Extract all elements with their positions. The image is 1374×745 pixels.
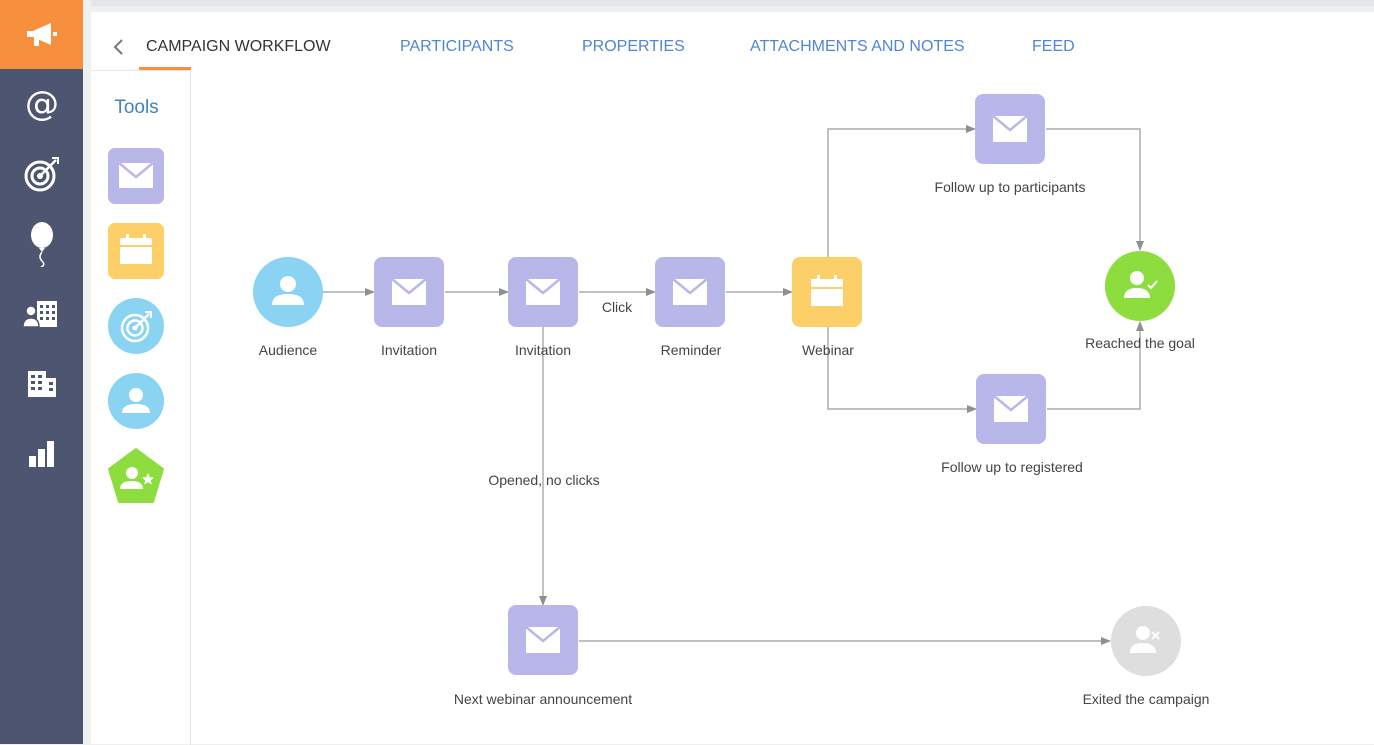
node-followup-participants[interactable] [975,94,1045,164]
node-next-webinar[interactable] [508,605,578,675]
tools-title: Tools [114,97,159,118]
node-label-reminder: Reminder [660,342,722,358]
node-reminder[interactable] [655,257,725,327]
node-label-exit: Exited the campaign [1082,691,1210,707]
segment-tool[interactable] [108,448,164,504]
balloon-icon [30,222,53,267]
sidebar-item-target[interactable] [0,139,83,209]
sidebar-item-events[interactable] [0,209,83,279]
node-label-goal: Reached the goal [1085,335,1195,351]
node-invitation-1[interactable] [374,257,444,327]
node-label-followup-participants: Follow up to participants [934,179,1086,195]
sidebar-item-accounts[interactable] [0,349,83,419]
tab-campaign-workflow[interactable]: CAMPAIGN WORKFLOW [146,38,331,55]
sidebar-item-campaigns[interactable] [0,0,83,69]
node-followup-registered[interactable] [976,374,1046,444]
node-webinar[interactable] [792,257,862,327]
node-exit[interactable] [1111,606,1181,676]
node-label-followup-registered: Follow up to registered [941,459,1083,475]
node-label-invitation-2: Invitation [514,342,572,358]
edge-webinar-followup-registered [827,327,977,413]
node-invitation-2[interactable] [508,257,578,327]
email-icon: @ [25,86,59,122]
tab-participants[interactable]: PARTICIPANTS [400,38,514,55]
active-tab-indicator [139,67,191,70]
tab-properties[interactable]: PROPERTIES [582,38,685,55]
contacts-icon [22,301,57,328]
target-icon [24,157,59,192]
node-audience[interactable] [253,257,323,327]
edge-label-click: Click [601,299,633,315]
goal-tool[interactable] [108,298,164,354]
edge-label-opened-no-clicks: Opened, no clicks [488,472,600,488]
edge-followup-participants-goal [1046,128,1144,251]
accounts-icon [27,371,56,397]
node-label-audience: Audience [258,342,318,358]
node-goal[interactable] [1105,251,1175,321]
node-label-next-webinar: Next webinar announcement [453,691,633,707]
back-icon[interactable] [111,38,127,56]
sidebar-item-contacts[interactable] [0,279,83,349]
tab-feed[interactable]: FEED [1032,38,1075,55]
edge-webinar-followup-participants [827,125,976,257]
app-sidebar: @ [0,0,83,744]
audience-tool[interactable] [108,373,164,429]
event-tool[interactable] [108,223,164,279]
top-strip [91,0,1374,6]
tools-panel: Tools [91,70,191,745]
sidebar-item-analytics[interactable] [0,419,83,489]
tab-attachments-and-notes[interactable]: ATTACHMENTS AND NOTES [750,38,965,55]
campaigns-icon [26,22,57,46]
analytics-icon [28,441,54,467]
svg-text:@: @ [25,86,59,122]
email-tool[interactable] [108,148,164,204]
node-label-webinar: Webinar [802,342,854,358]
sidebar-item-email[interactable]: @ [0,69,83,139]
tab-bar: CAMPAIGN WORKFLOW PARTICIPANTS PROPERTIE… [91,12,1374,70]
edge-followup-registered-goal [1047,321,1144,410]
node-label-invitation-1: Invitation [380,342,438,358]
